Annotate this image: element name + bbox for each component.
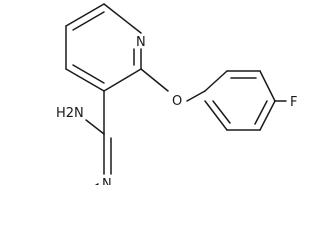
double-bond-ph6-ph1 [212, 100, 231, 124]
double-bond-ph4-ph5 [254, 100, 268, 125]
ether-oxygen-label: O [172, 94, 182, 109]
oxime-nitrogen-label: N [102, 177, 112, 185]
bond-n1-c6 [103, 3, 142, 34]
bond-n-oh [94, 183, 99, 185]
bond-c2-o [140, 68, 169, 92]
pyridine-ring [65, 3, 142, 92]
bond-amidine-carbon-nh2 [85, 119, 105, 135]
bond-ph6-ph1 [204, 100, 228, 131]
fluorophenyl-ring [204, 70, 287, 131]
ether-linkage [140, 68, 206, 102]
double-bond-c6-c5 [72, 11, 105, 31]
fluorine-label: F [290, 95, 297, 110]
amidoxime-group [85, 90, 112, 185]
bond-ph4-ph5 [259, 100, 276, 131]
bond-c3-c2 [103, 68, 142, 92]
double-bond-c4-c3 [72, 64, 105, 84]
bond-o-phenyl [186, 90, 206, 102]
amine-label: H2N [56, 106, 84, 121]
ring-nitrogen-label: N [136, 35, 146, 50]
chemical-structure: N O F H2N N HO [56, 3, 297, 185]
bond-ph1-ph2 [204, 70, 228, 92]
bond-c6-c5 [65, 3, 105, 27]
bond-ph3-ph4 [259, 70, 276, 102]
bond-c4-c3 [65, 68, 105, 92]
